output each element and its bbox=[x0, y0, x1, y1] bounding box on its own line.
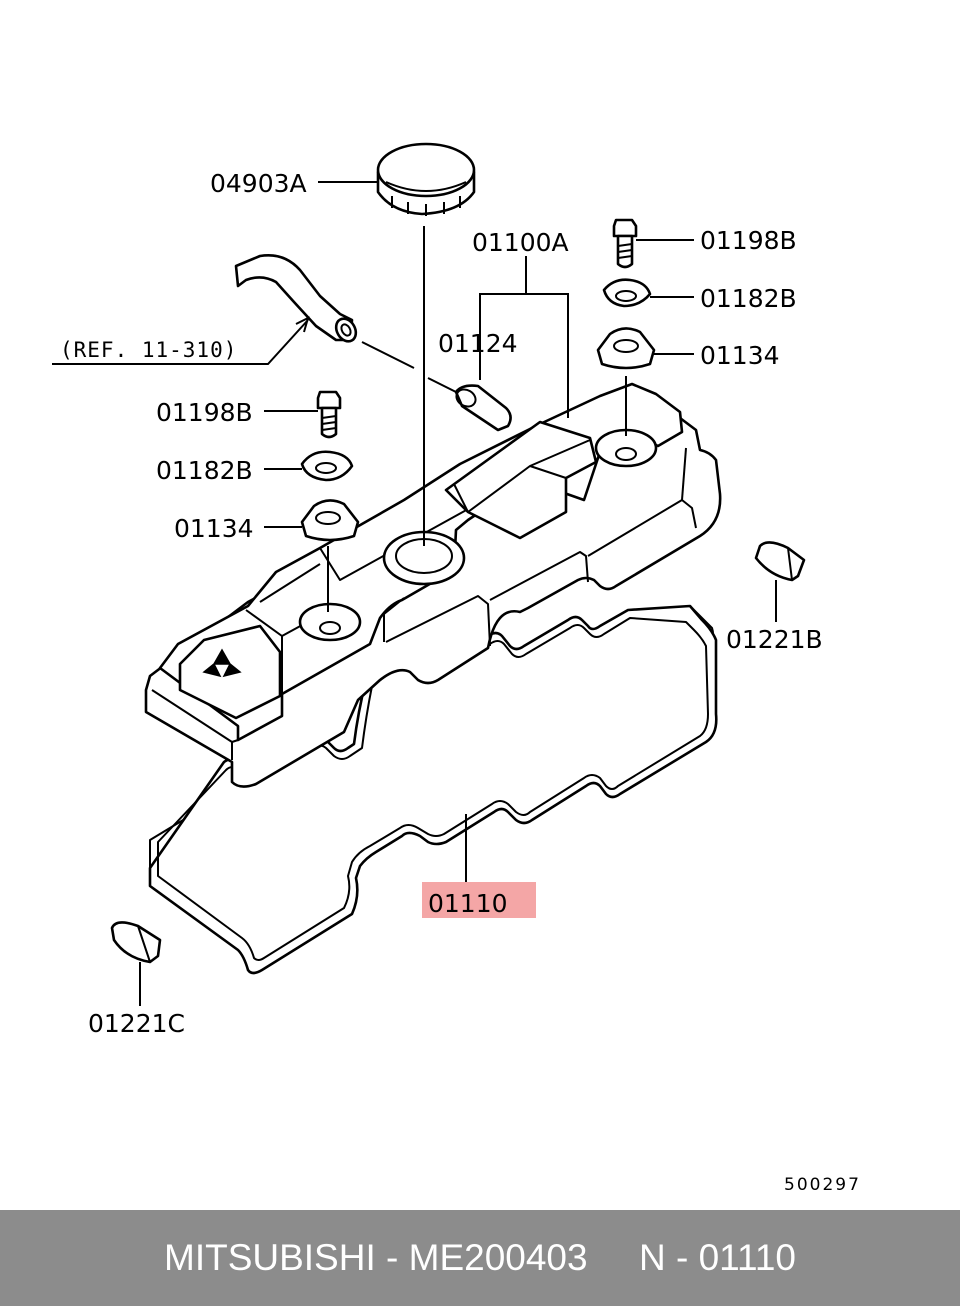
washer-left bbox=[300, 450, 354, 482]
oil-filler-cap bbox=[376, 142, 476, 216]
parts-diagram: 04903A 01100A 01198B 01182B 01134 (REF. … bbox=[52, 142, 861, 1195]
grommet-left bbox=[300, 499, 360, 542]
label-01221C: 01221C bbox=[88, 1009, 185, 1038]
breather-hose bbox=[234, 254, 358, 343]
footer-part-info: MITSUBISHI - ME200403 N - 01110 bbox=[164, 1237, 796, 1278]
label-01182B-top: 01182B bbox=[700, 284, 797, 313]
breather-fitting bbox=[454, 384, 512, 432]
label-01198B-left: 01198B bbox=[156, 398, 253, 427]
valve-cover bbox=[144, 382, 722, 788]
washer-top bbox=[602, 278, 652, 308]
label-01124: 01124 bbox=[438, 329, 518, 358]
label-04903A: 04903A bbox=[210, 169, 307, 198]
leader-lines bbox=[52, 181, 777, 1006]
label-01198B-top: 01198B bbox=[700, 226, 797, 255]
bolt-top bbox=[612, 218, 638, 269]
label-01110: 01110 bbox=[428, 889, 508, 918]
half-moon-plug-left bbox=[110, 921, 162, 964]
label-01134-top: 01134 bbox=[700, 341, 780, 370]
valve-cover-gasket bbox=[148, 604, 718, 975]
label-01134-left: 01134 bbox=[174, 514, 254, 543]
gasket-label-highlight bbox=[422, 882, 536, 918]
bolt-left bbox=[316, 390, 342, 439]
half-moon-plug-right bbox=[754, 541, 806, 582]
label-01182B-left: 01182B bbox=[156, 456, 253, 485]
diagram-code: 500297 bbox=[784, 1175, 861, 1195]
label-01221B: 01221B bbox=[726, 625, 823, 654]
footer-bar: MITSUBISHI - ME200403 N - 01110 bbox=[0, 1210, 960, 1306]
grommet-top bbox=[596, 327, 656, 370]
label-01100A: 01100A bbox=[472, 228, 569, 257]
label-hose-reference: (REF. 11-310) bbox=[60, 338, 237, 362]
